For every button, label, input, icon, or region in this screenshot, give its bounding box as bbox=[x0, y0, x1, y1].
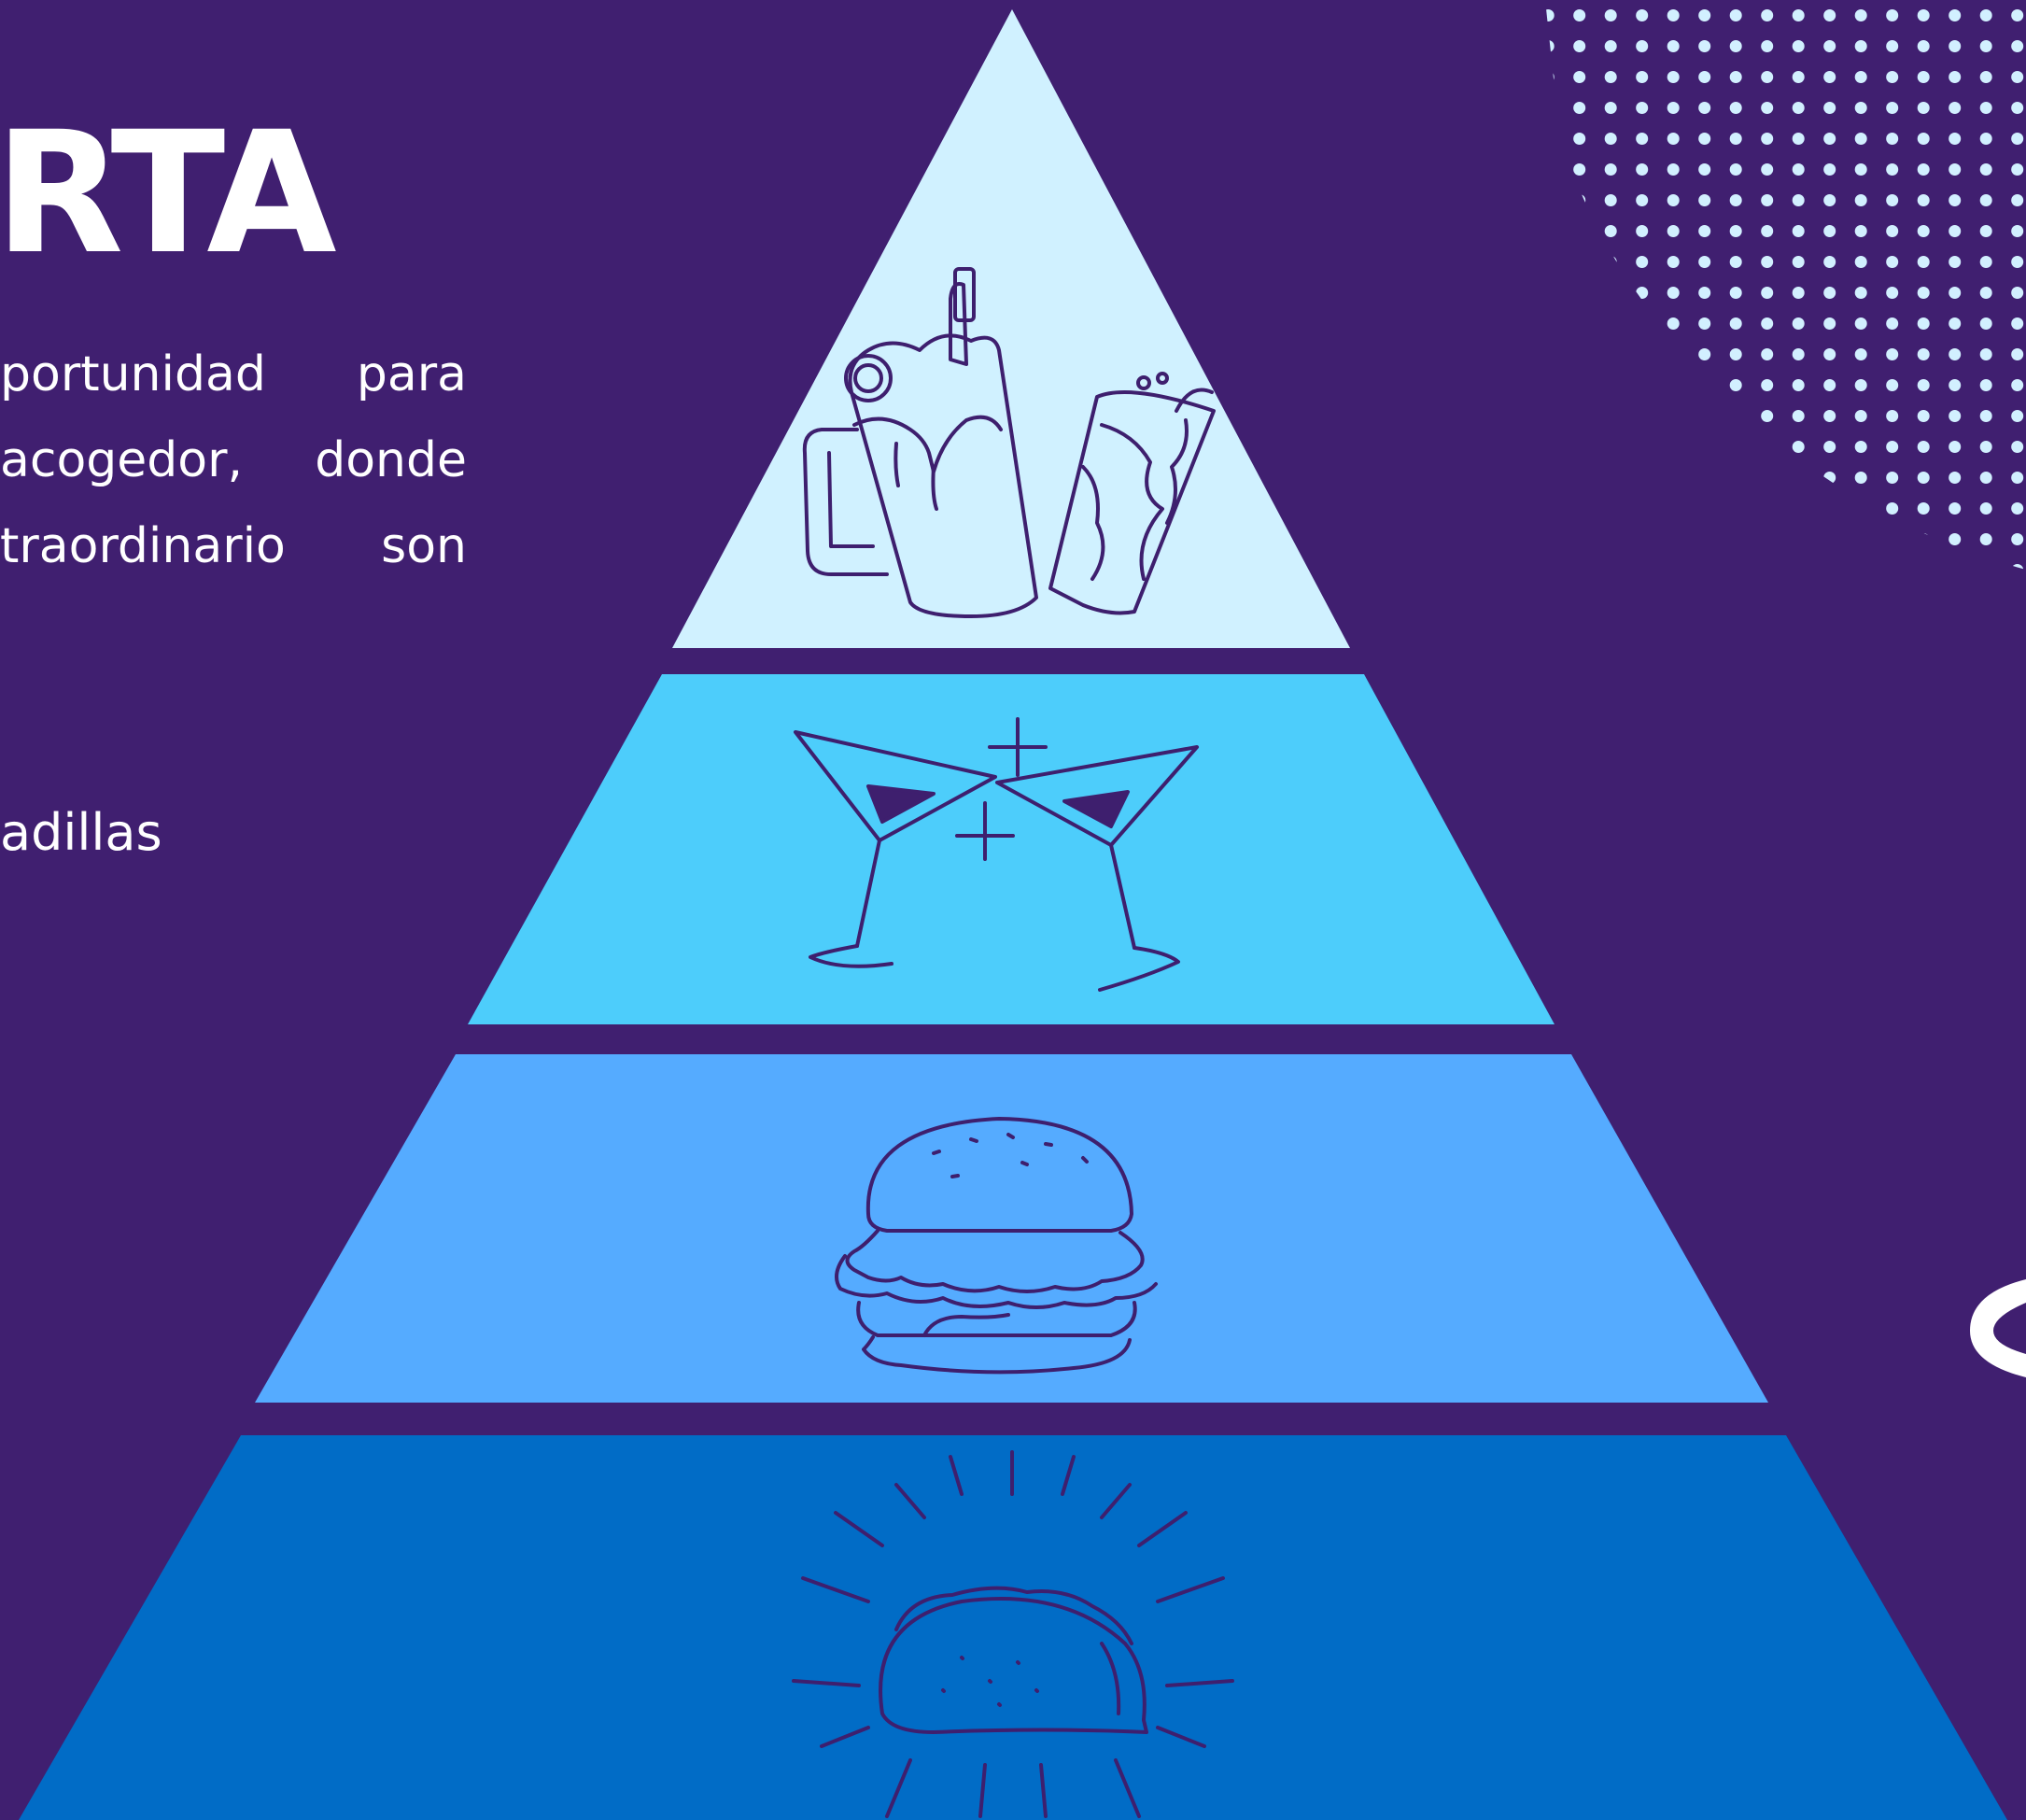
pyramid-tier-3 bbox=[255, 1054, 1768, 1403]
menu-list-item: adillas bbox=[0, 803, 162, 862]
intro-paragraph: portunidad para acogedor, donde traordin… bbox=[0, 332, 467, 589]
dot-pattern-decoration bbox=[1545, 0, 2026, 570]
pyramid-tier-1 bbox=[672, 9, 1350, 648]
cocktail-toast-icon bbox=[794, 717, 1199, 992]
page-title: RTA bbox=[0, 96, 337, 291]
beer-and-soda-icon bbox=[802, 267, 1216, 618]
paragraph-line-3: traordinario son bbox=[0, 518, 467, 574]
paragraph-line-2: acogedor, donde bbox=[0, 432, 467, 488]
blob-inner-cut bbox=[1993, 1303, 2026, 1354]
pyramid-tier-4 bbox=[19, 1435, 2007, 1820]
burger-icon bbox=[835, 1117, 1158, 1375]
taco-icon bbox=[792, 1450, 1234, 1818]
paragraph-line-1: portunidad para bbox=[0, 346, 467, 402]
pyramid-tier-2 bbox=[468, 674, 1555, 1024]
